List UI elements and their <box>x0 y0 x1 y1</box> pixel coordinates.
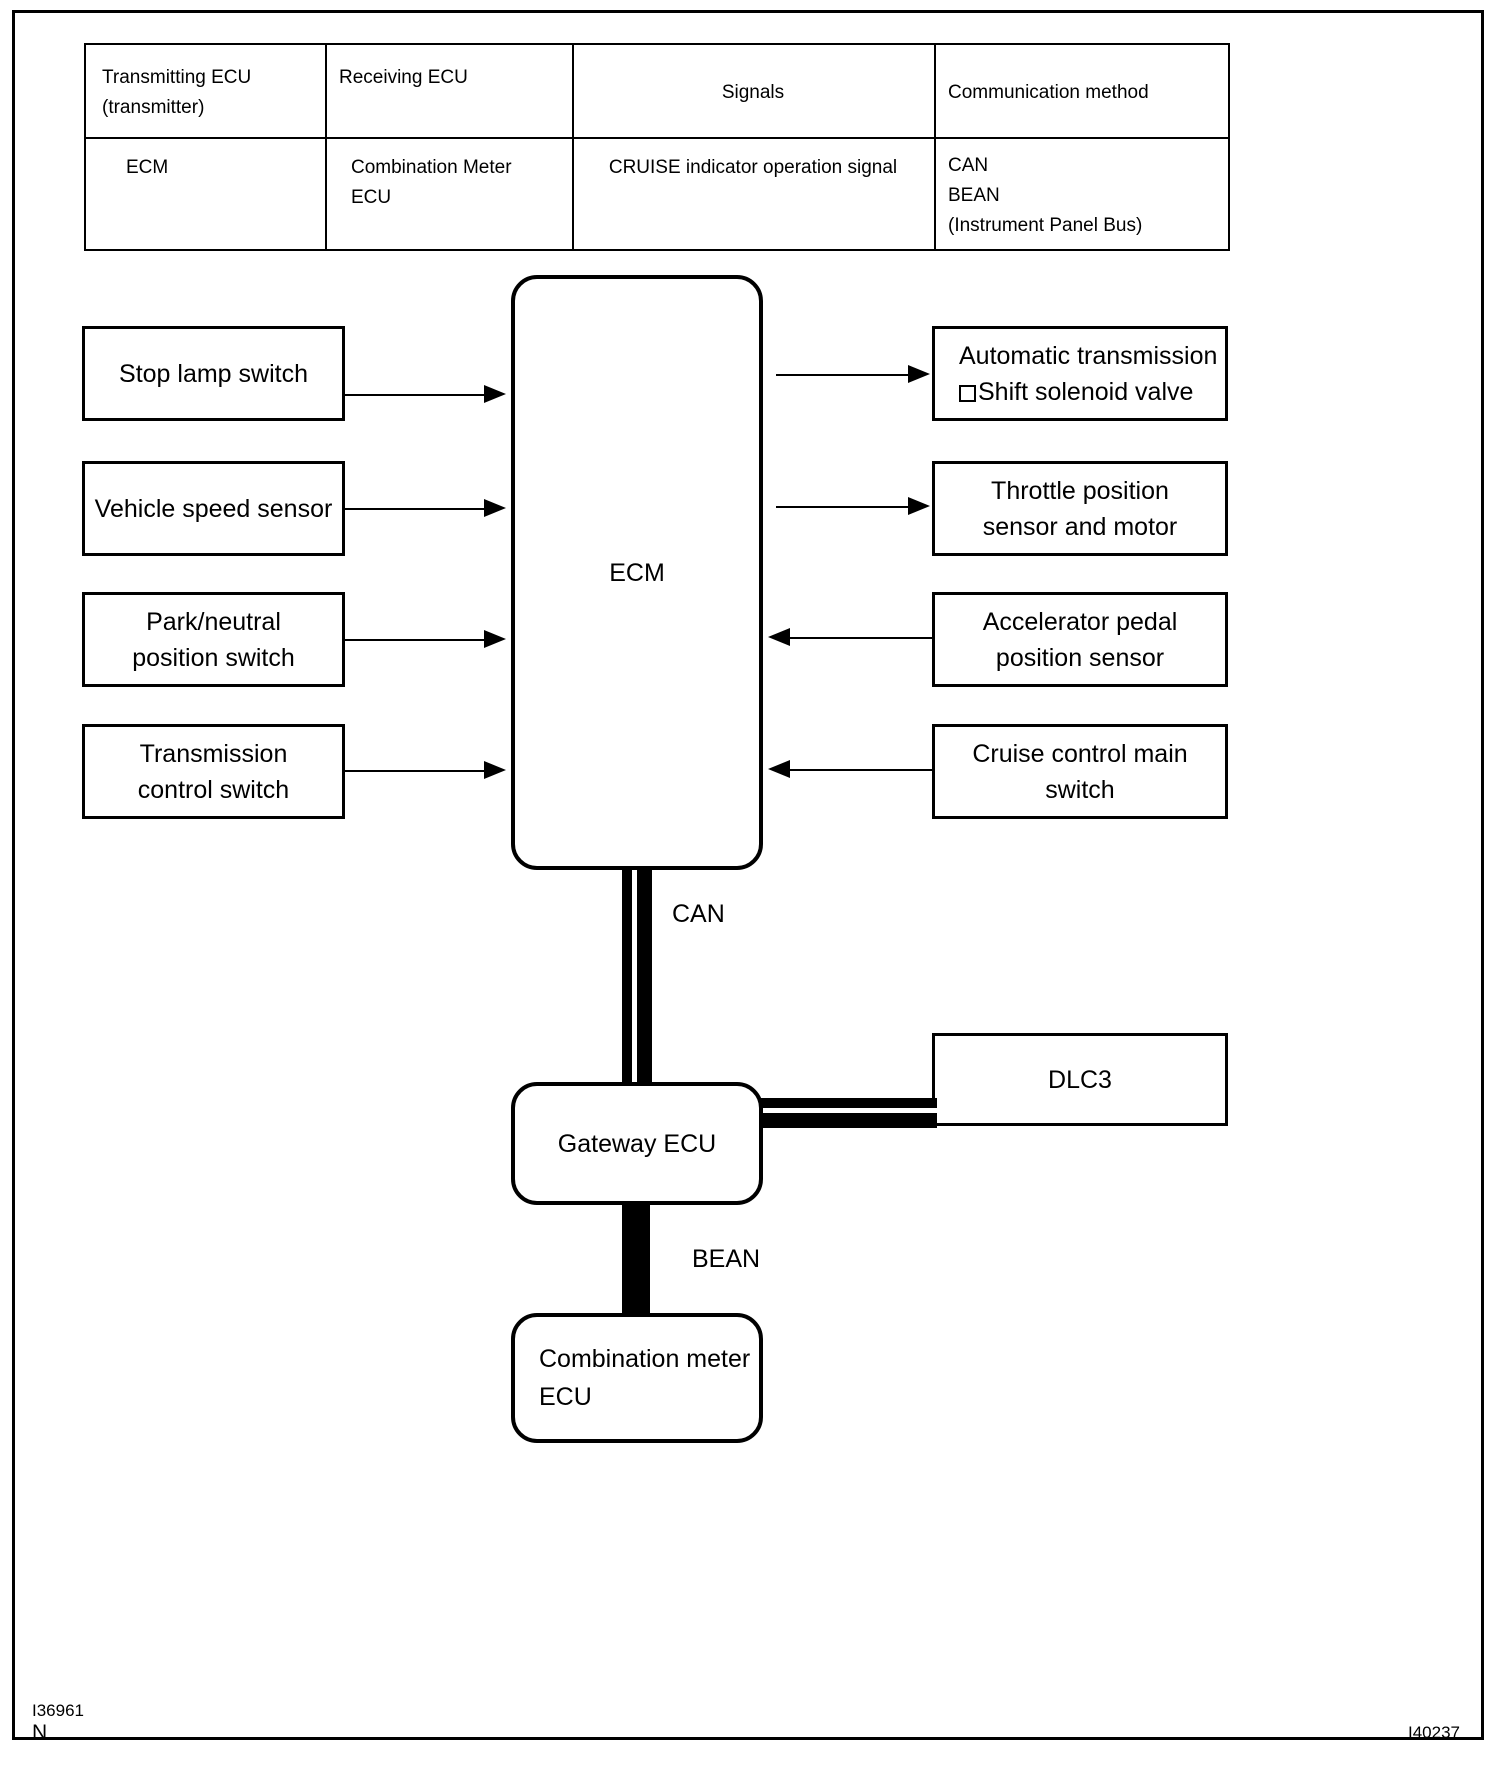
arrowhead-accelerator-pedal-to-ecm <box>768 628 790 646</box>
method-line2: BEAN <box>948 185 1000 206</box>
can-bus-vertical <box>622 868 652 1086</box>
dlc3-label: DLC3 <box>1048 1065 1112 1094</box>
input-block-vehicle-speed-sensor: Vehicle speed sensor <box>82 461 345 556</box>
table-cell-receiving-ecu: Combination Meter ECU <box>325 153 572 213</box>
output-block-accelerator-pedal-sensor: Accelerator pedal position sensor <box>932 592 1228 687</box>
arrowhead-transmission-control-to-ecm <box>484 761 506 779</box>
throttle-position-line1: Throttle position <box>991 476 1169 505</box>
table-header-communication-method: Communication method <box>948 82 1149 103</box>
input-block-stop-lamp-switch: Stop lamp switch <box>82 326 345 421</box>
connector-line-park-neutral <box>345 639 490 641</box>
table-column-divider-3 <box>934 45 936 249</box>
accelerator-pedal-line2: position sensor <box>995 643 1165 672</box>
method-line1: CAN <box>948 155 989 176</box>
combination-meter-ecu-label: Combination meter ECU <box>539 1340 750 1416</box>
transmission-control-line2: control switch <box>137 775 290 804</box>
header-transmitting-line1: Transmitting ECU <box>102 67 252 88</box>
signal-info-table: Transmitting ECU (transmitter) Receiving… <box>84 43 1230 251</box>
accelerator-pedal-label: Accelerator pedal position sensor <box>983 604 1178 676</box>
footer-code-left-top: I36961 <box>32 1701 84 1720</box>
can-bus-label: CAN <box>672 900 725 928</box>
input-block-park-neutral-position-switch: Park/neutral position switch <box>82 592 345 687</box>
cruise-control-label: Cruise control main switch <box>972 736 1187 808</box>
table-header-signals: Signals <box>721 82 785 103</box>
vehicle-speed-sensor-label: Vehicle speed sensor <box>94 494 333 523</box>
output-block-automatic-transmission: Automatic transmission Shift solenoid va… <box>932 326 1228 421</box>
bean-bus-label: BEAN <box>692 1245 761 1273</box>
connector-line-automatic-transmission <box>776 374 910 376</box>
arrowhead-ecm-to-automatic-transmission <box>908 365 930 383</box>
transmission-control-line1: Transmission <box>139 739 288 768</box>
ecm-label: ECM <box>609 558 665 587</box>
connector-line-throttle-position <box>776 506 910 508</box>
bean-bus-vertical <box>622 1200 650 1318</box>
arrowhead-ecm-to-throttle-position <box>908 497 930 515</box>
park-neutral-line2: position switch <box>132 643 295 672</box>
table-header-receiving-ecu: Receiving ECU <box>339 67 468 88</box>
receiving-ecu-line1: Combination Meter <box>351 157 512 178</box>
connector-line-transmission-control <box>345 770 490 772</box>
table-cell-transmitting-ecu: ECM <box>126 157 169 178</box>
combination-meter-line2: ECU <box>539 1383 592 1411</box>
gateway-ecu-label: Gateway ECU <box>557 1129 717 1158</box>
throttle-position-label: Throttle position sensor and motor <box>983 473 1178 545</box>
can-bus-branch-gap <box>652 1108 937 1113</box>
connector-line-vehicle-speed <box>345 508 490 510</box>
park-neutral-switch-label: Park/neutral position switch <box>132 604 295 676</box>
park-neutral-line1: Park/neutral <box>146 607 281 636</box>
square-bullet-icon <box>959 384 976 402</box>
accelerator-pedal-line1: Accelerator pedal <box>982 607 1178 636</box>
automatic-transmission-line2-wrap: Shift solenoid valve <box>959 374 1217 410</box>
arrowhead-cruise-control-to-ecm <box>768 760 790 778</box>
throttle-position-line2: sensor and motor <box>982 512 1178 541</box>
table-cell-signals: CRUISE indicator operation signal <box>608 157 898 178</box>
connector-line-accelerator-pedal <box>790 637 932 639</box>
dlc3-block: DLC3 <box>932 1033 1228 1126</box>
gateway-ecu-block: Gateway ECU <box>511 1082 763 1205</box>
stop-lamp-switch-label: Stop lamp switch <box>119 359 308 388</box>
header-transmitting-line2: (transmitter) <box>102 97 205 118</box>
table-column-divider-1 <box>325 45 327 249</box>
output-block-throttle-position-sensor: Throttle position sensor and motor <box>932 461 1228 556</box>
automatic-transmission-label: Automatic transmission Shift solenoid va… <box>959 338 1217 410</box>
ecm-block: ECM <box>511 275 763 870</box>
automatic-transmission-line1: Automatic transmission <box>959 341 1218 370</box>
method-line3: (Instrument Panel Bus) <box>948 215 1143 236</box>
footer-code-left-bottom: N <box>32 1721 48 1744</box>
arrowhead-park-neutral-to-ecm <box>484 630 506 648</box>
connector-line-cruise-control <box>790 769 932 771</box>
combination-meter-ecu-block: Combination meter ECU <box>511 1313 763 1443</box>
arrowhead-vehicle-speed-to-ecm <box>484 499 506 517</box>
can-bus-vertical-gap <box>632 868 637 1086</box>
page-border <box>12 10 1484 1740</box>
arrowhead-stop-lamp-to-ecm <box>484 385 506 403</box>
input-block-transmission-control-switch: Transmission control switch <box>82 724 345 819</box>
footer-code-right: I40237 <box>1408 1723 1460 1742</box>
table-header-transmitting-ecu: Transmitting ECU (transmitter) <box>86 63 325 123</box>
table-header-divider <box>86 137 1228 139</box>
cruise-control-line1: Cruise control main <box>972 739 1188 768</box>
automatic-transmission-line2: Shift solenoid valve <box>978 377 1194 406</box>
receiving-ecu-line2: ECU <box>351 187 392 208</box>
table-column-divider-2 <box>572 45 574 249</box>
output-block-cruise-control-main-switch: Cruise control main switch <box>932 724 1228 819</box>
cruise-control-line2: switch <box>1045 775 1115 804</box>
combination-meter-line1: Combination meter <box>539 1345 751 1373</box>
connector-line-stop-lamp <box>345 394 490 396</box>
table-cell-communication-method: CAN BEAN (Instrument Panel Bus) <box>934 151 1228 241</box>
transmission-control-switch-label: Transmission control switch <box>138 736 289 808</box>
